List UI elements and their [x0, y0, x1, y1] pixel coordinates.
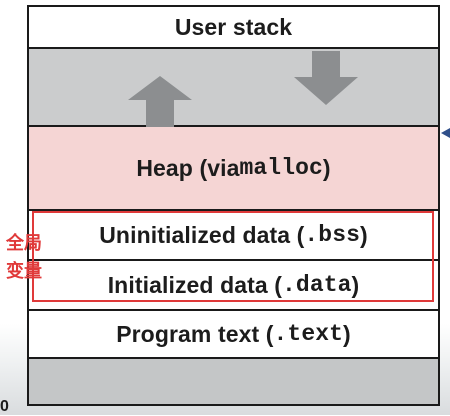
text-label-prefix: Program text (	[116, 320, 274, 347]
user-stack-segment: User stack	[27, 5, 440, 49]
data-label-prefix: Initialized data (	[107, 271, 283, 298]
heap-label-suffix: )	[322, 154, 331, 181]
text-label-code: .text	[273, 321, 344, 347]
bss-label-suffix: )	[360, 221, 368, 248]
annotation-line-1: 全局	[6, 233, 42, 254]
up-arrow-icon	[128, 76, 192, 128]
down-arrow-icon	[294, 51, 358, 105]
text-segment: Program text (.text)	[27, 311, 440, 359]
heap-label-prefix: Heap (via	[136, 154, 240, 181]
bss-label-prefix: Uninitialized data (	[99, 221, 305, 248]
data-label-code: .data	[282, 272, 352, 298]
stack-heap-gap-region	[27, 49, 440, 127]
global-variables-highlight-box	[32, 211, 434, 302]
data-label-suffix: )	[351, 271, 360, 298]
heap-label-code: malloc	[239, 155, 323, 181]
data-segment: Initialized data (.data)	[27, 261, 440, 311]
heap-segment: Heap (via malloc)	[27, 127, 440, 211]
text-label-suffix: )	[343, 320, 351, 347]
user-stack-label: User stack	[174, 13, 293, 40]
bottom-reserved-region	[27, 359, 440, 406]
bss-label-code: .bss	[304, 222, 361, 248]
bss-segment: Uninitialized data (.bss)	[27, 211, 440, 261]
edge-address-label: 0	[0, 398, 9, 415]
pointer-marker-icon	[441, 128, 450, 138]
annotation-line-2: 变量	[6, 261, 42, 282]
